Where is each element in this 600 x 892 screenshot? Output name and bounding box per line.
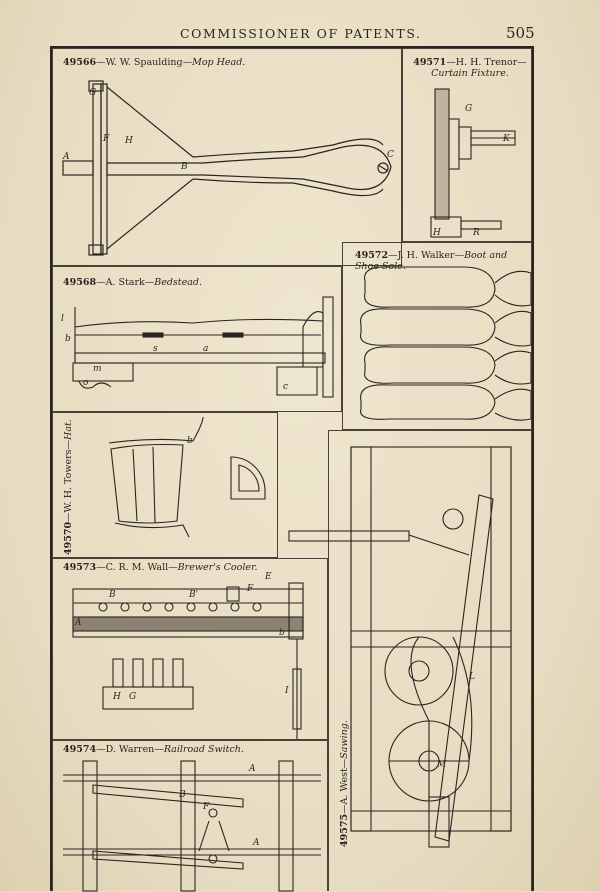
label-H: H bbox=[112, 692, 121, 702]
curtain-fixture-drawing: G K H R bbox=[430, 88, 516, 238]
label-b: b bbox=[279, 628, 285, 638]
label-b: b bbox=[187, 436, 193, 446]
figure-panel-sawing: 49575—A. West—Sawing. bbox=[288, 430, 532, 891]
label-B: B bbox=[108, 590, 116, 600]
figures-frame bbox=[50, 46, 534, 891]
invention-title: Curtain Fixture. bbox=[431, 68, 509, 79]
label-A-lower: A bbox=[252, 838, 260, 848]
invention-title: Mop Head. bbox=[192, 57, 246, 68]
label-c: c bbox=[283, 382, 288, 392]
label-L: L bbox=[468, 672, 475, 682]
label-B-prime: B' bbox=[188, 590, 198, 600]
figure-panel-brewers-cooler: 49573—C. R. M. Wall—Brewer's Cooler. bbox=[52, 558, 328, 740]
label-B: B bbox=[180, 162, 188, 172]
label-C: C bbox=[387, 150, 394, 160]
page-number: 505 bbox=[506, 24, 535, 42]
label-B: B bbox=[178, 790, 186, 800]
patent-number: 49568 bbox=[63, 277, 97, 288]
invention-title: Bedstead. bbox=[154, 277, 203, 288]
label-G: G bbox=[89, 88, 96, 98]
figure-caption: 49571—H. H. Trenor—Curtain Fixture. bbox=[413, 57, 527, 79]
railroad-switch-drawing: A B F A bbox=[63, 760, 321, 892]
patent-number: 49573 bbox=[63, 562, 97, 573]
brewers-cooler-drawing: B B' F E A H G I b bbox=[72, 572, 304, 739]
inventor-name: J. H. Walker bbox=[397, 250, 455, 261]
running-head: COMMISSIONER OF PATENTS. bbox=[180, 26, 422, 41]
label-a: a bbox=[203, 344, 208, 354]
label-R: R bbox=[472, 228, 480, 238]
label-E: E bbox=[264, 572, 272, 582]
label-G: G bbox=[465, 104, 472, 114]
shoe-sole-drawing bbox=[360, 266, 532, 421]
figure-caption: 49573—C. R. M. Wall—Brewer's Cooler. bbox=[63, 562, 258, 573]
label-l: l bbox=[61, 314, 64, 324]
label-A: A bbox=[62, 152, 70, 162]
sawing-machine-drawing: L M bbox=[288, 446, 512, 848]
inventor-name: C. R. M. Wall bbox=[105, 562, 169, 573]
invention-title: Railroad Switch. bbox=[163, 744, 244, 755]
figure-panel-shoe-sole: 49572—J. H. Walker—Boot and Shoe Sole. bbox=[342, 242, 532, 430]
figure-panel-curtain-fixture: 49571—H. H. Trenor—Curtain Fixture. G K … bbox=[402, 48, 532, 242]
bedstead-drawing: l b s a m c o bbox=[61, 296, 334, 398]
invention-title: Brewer's Cooler. bbox=[177, 562, 258, 573]
figure-panel-railroad-switch: 49574—D. Warren—Railroad Switch. A B F A bbox=[52, 740, 328, 892]
figure-caption: 49574—D. Warren—Railroad Switch. bbox=[63, 744, 244, 755]
label-o: o bbox=[83, 378, 89, 388]
label-s: s bbox=[153, 344, 158, 354]
inventor-name: W. W. Spaulding bbox=[105, 57, 183, 68]
label-F: F bbox=[246, 584, 254, 594]
figure-panel-bedstead: 49568—A. Stark—Bedstead. l b s a m c bbox=[52, 266, 342, 412]
label-A: A bbox=[248, 764, 256, 774]
patent-number: 49574 bbox=[63, 744, 97, 755]
label-H: H bbox=[124, 136, 133, 146]
inventor-name: A. Stark bbox=[105, 277, 145, 288]
inventor-name: H. H. Trenor bbox=[455, 57, 518, 68]
figure-panel-mop-head: 49566—W. W. Spaulding—Mop Head. A B C F bbox=[52, 48, 402, 266]
label-m: m bbox=[93, 364, 102, 374]
figure-panel-hat: 49570—W. H. Towers—Hat. b bbox=[52, 412, 278, 558]
patent-number: 49566 bbox=[63, 57, 97, 68]
label-F: F bbox=[202, 802, 210, 812]
label-M: M bbox=[436, 760, 447, 770]
mop-head-drawing: A B C F H G bbox=[62, 80, 394, 256]
inventor-name: D. Warren bbox=[105, 744, 155, 755]
hat-drawing: b bbox=[108, 416, 266, 538]
label-G: G bbox=[129, 692, 136, 702]
patent-number: 49572 bbox=[355, 250, 389, 261]
label-I: I bbox=[284, 686, 289, 696]
patent-number: 49571 bbox=[413, 57, 447, 68]
label-F: F bbox=[102, 134, 110, 144]
figure-caption: 49566—W. W. Spaulding—Mop Head. bbox=[63, 57, 246, 68]
figure-caption: 49568—A. Stark—Bedstead. bbox=[63, 277, 203, 288]
label-H: H bbox=[432, 228, 441, 238]
page-header: COMMISSIONER OF PATENTS. 505 bbox=[0, 24, 600, 46]
label-b: b bbox=[65, 334, 71, 344]
label-K: K bbox=[502, 134, 511, 144]
label-A: A bbox=[74, 618, 82, 628]
